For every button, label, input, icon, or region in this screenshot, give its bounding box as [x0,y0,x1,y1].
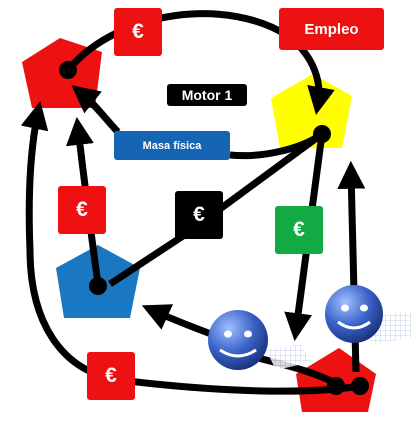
euro-label-left: € [58,186,106,234]
motor-label: Motor 1 [167,84,247,106]
arrow-bottom-up [337,160,366,373]
masa-fisica-label: Masa física [114,131,230,160]
smiley-face-2 [325,285,383,343]
node-dot-bottom-left [327,377,345,395]
node-dot-bottom-right [351,377,369,395]
smiley-face-1 [208,310,268,370]
node-dot-yellow [313,125,331,143]
euro-label-green: € [275,206,323,254]
euro-label-black: € [175,191,223,239]
euro-label-bottom: € [87,352,135,400]
face1-shadow [266,344,312,370]
node-dot-red-top [59,61,77,79]
empleo-label: Empleo [279,8,384,50]
arrow-masa-to-red [71,85,121,135]
node-dot-blue [89,277,107,295]
euro-label-top: € [114,8,162,56]
arrow-bottom-loop [20,101,361,395]
